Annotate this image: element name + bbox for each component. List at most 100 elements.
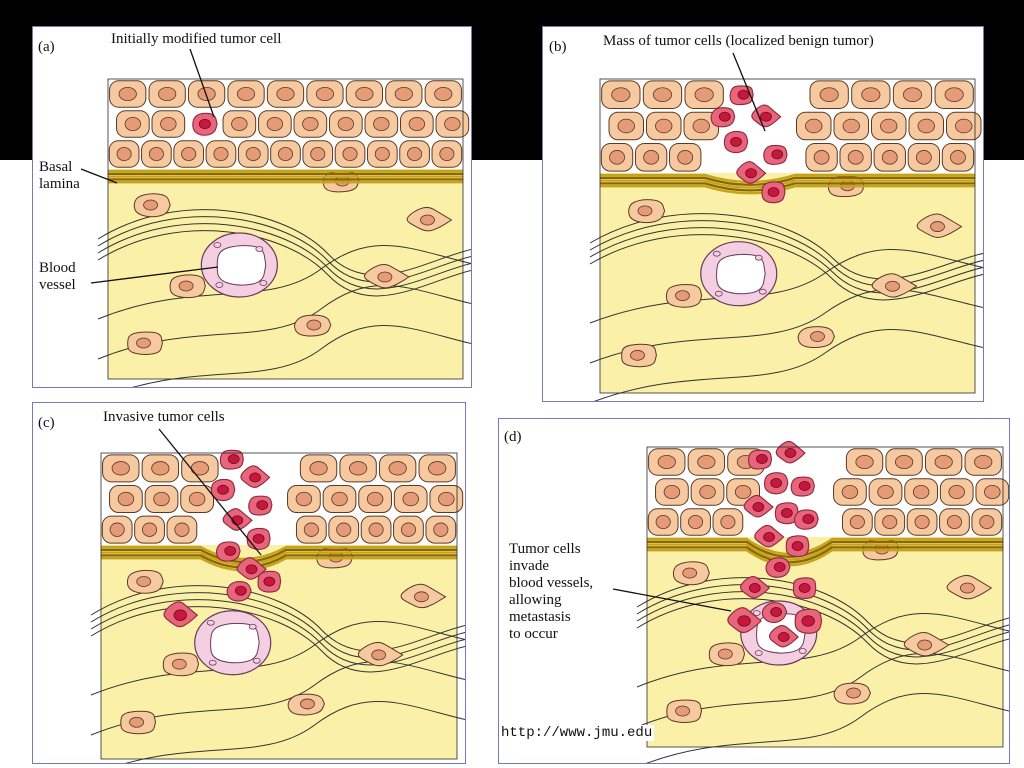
epithelial-nucleus: [663, 485, 681, 500]
epithelial-nucleus: [720, 515, 736, 530]
panel-d: (d) Tumor cells invade blood vessels, al…: [498, 418, 1010, 764]
endothelial-nucleus: [255, 246, 264, 252]
tumor-cell-nucleus: [777, 632, 790, 642]
fibroblast-nucleus: [885, 280, 900, 292]
fibroblast-nucleus: [178, 280, 194, 292]
tissue-fiber: [636, 584, 1009, 651]
panel-b-illustration: [589, 78, 983, 401]
epithelial-nucleus: [699, 485, 716, 500]
epithelial-nucleus: [331, 491, 348, 507]
tumor-cell-nucleus: [245, 564, 258, 575]
source-url: http://www.jmu.edu: [499, 725, 655, 741]
tumor-cell-nucleus: [748, 583, 761, 593]
tumor-cell-nucleus: [198, 118, 211, 130]
fibroblast-nucleus: [630, 349, 645, 361]
panel-a-letter: (a): [38, 39, 55, 55]
epithelial-nucleus: [611, 87, 631, 102]
endothelial-nucleus: [248, 623, 257, 630]
epithelial-nucleus: [855, 455, 874, 470]
epithelial-nucleus: [849, 515, 865, 530]
epithelial-nucleus: [805, 118, 823, 134]
fibroblast-nucleus: [675, 290, 690, 302]
epithelial-nucleus: [374, 147, 390, 162]
panel-c: (c) Invasive tumor cells: [32, 402, 466, 764]
epithelial-nucleus: [277, 147, 293, 162]
tissue-fiber: [636, 653, 1009, 728]
tumor-cell-nucleus: [745, 168, 757, 179]
epithelial-nucleus: [158, 87, 177, 102]
epithelial-nucleus: [368, 522, 384, 537]
epithelial-nucleus: [148, 147, 164, 162]
illustration-frame: [599, 78, 976, 394]
fibroblast-nucleus: [136, 337, 151, 349]
tumor-cell-nucleus: [767, 187, 780, 197]
epithelial-nucleus: [118, 87, 137, 102]
epithelial-nucleus: [394, 87, 413, 102]
epithelial-nucleus: [310, 147, 326, 162]
endothelial-nucleus: [798, 648, 807, 654]
panel-c-label-invasive: Invasive tumor cells: [103, 409, 225, 425]
epithelial-nucleus: [895, 455, 914, 470]
fibroblast-nucleus: [300, 698, 315, 710]
tumor-cell-nucleus: [784, 448, 797, 458]
epithelial-nucleus: [197, 87, 216, 102]
tissue-fiber: [90, 661, 465, 736]
epithelial-nucleus: [388, 461, 407, 476]
epithelial-nucleus: [109, 522, 125, 537]
epithelial-nucleus: [295, 491, 313, 507]
endothelial-nucleus: [714, 290, 723, 297]
epithelial-nucleus: [877, 485, 894, 500]
tissue-fiber: [90, 585, 465, 652]
epithelial-nucleus: [842, 118, 860, 134]
fibroblast-nucleus: [129, 716, 144, 728]
tumor-cell-nucleus: [234, 585, 247, 596]
fibroblast-nucleus: [377, 271, 393, 283]
epithelial-nucleus: [984, 485, 1001, 500]
fibroblast-nucleus: [420, 214, 435, 226]
epithelial-nucleus: [688, 515, 704, 530]
fibroblast-nucleus: [682, 567, 698, 579]
epithelial-nucleus: [914, 515, 930, 530]
epithelial-nucleus: [902, 87, 923, 102]
fibroblast-nucleus: [171, 658, 187, 670]
epithelial-nucleus: [151, 461, 170, 476]
epithelial-nucleus: [402, 491, 419, 507]
basal-lamina-layer: [647, 540, 1003, 558]
epithelial-nucleus: [841, 485, 859, 500]
endothelial-nucleus: [208, 659, 217, 666]
panel-b-label-benign-mass: Mass of tumor cells (localized benign tu…: [603, 33, 874, 49]
basal-lamina-layer: [647, 543, 1003, 561]
epithelial-nucleus: [236, 87, 256, 102]
fibroblast-nucleus: [930, 221, 945, 232]
epithelial-nucleus: [245, 147, 261, 162]
epithelial-nucleus: [231, 117, 248, 132]
epithelial-nucleus: [609, 150, 625, 165]
epithelial-nucleus: [266, 117, 284, 132]
tumor-cell-nucleus: [252, 533, 265, 544]
tissue-fiber: [589, 234, 983, 301]
fibroblast-nucleus: [143, 199, 158, 211]
epithelial-nucleus: [881, 150, 898, 165]
panel-a: (a) Initially modified tumor cell Basal …: [32, 26, 472, 388]
tissue-fiber: [594, 329, 983, 401]
tissue-fiber: [589, 289, 983, 364]
epithelial-nucleus: [439, 147, 455, 162]
epithelial-nucleus: [979, 515, 995, 530]
panel-a-label-tumor-cell: Initially modified tumor cell: [111, 31, 282, 47]
illustration-frame: [100, 452, 458, 760]
fibroblast-nucleus: [717, 648, 733, 660]
panel-d-label-metastasis: Tumor cells invade blood vessels, allowi…: [509, 541, 594, 642]
epithelial-nucleus: [643, 150, 660, 165]
endothelial-nucleus: [252, 657, 261, 664]
tumor-cell-nucleus: [760, 111, 772, 122]
tissue-fiber: [589, 220, 983, 287]
tumor-cell-nucleus: [256, 500, 269, 510]
endothelial-nucleus: [758, 288, 767, 295]
tumor-cell-nucleus: [249, 472, 261, 483]
tumor-cell-nucleus: [801, 615, 815, 627]
tumor-cell-nucleus: [231, 515, 244, 526]
tumor-cell-nucleus: [737, 615, 751, 627]
epithelial-nucleus: [153, 491, 170, 507]
epithelial-nucleus: [882, 515, 898, 530]
epithelial-nucleus: [342, 147, 358, 162]
